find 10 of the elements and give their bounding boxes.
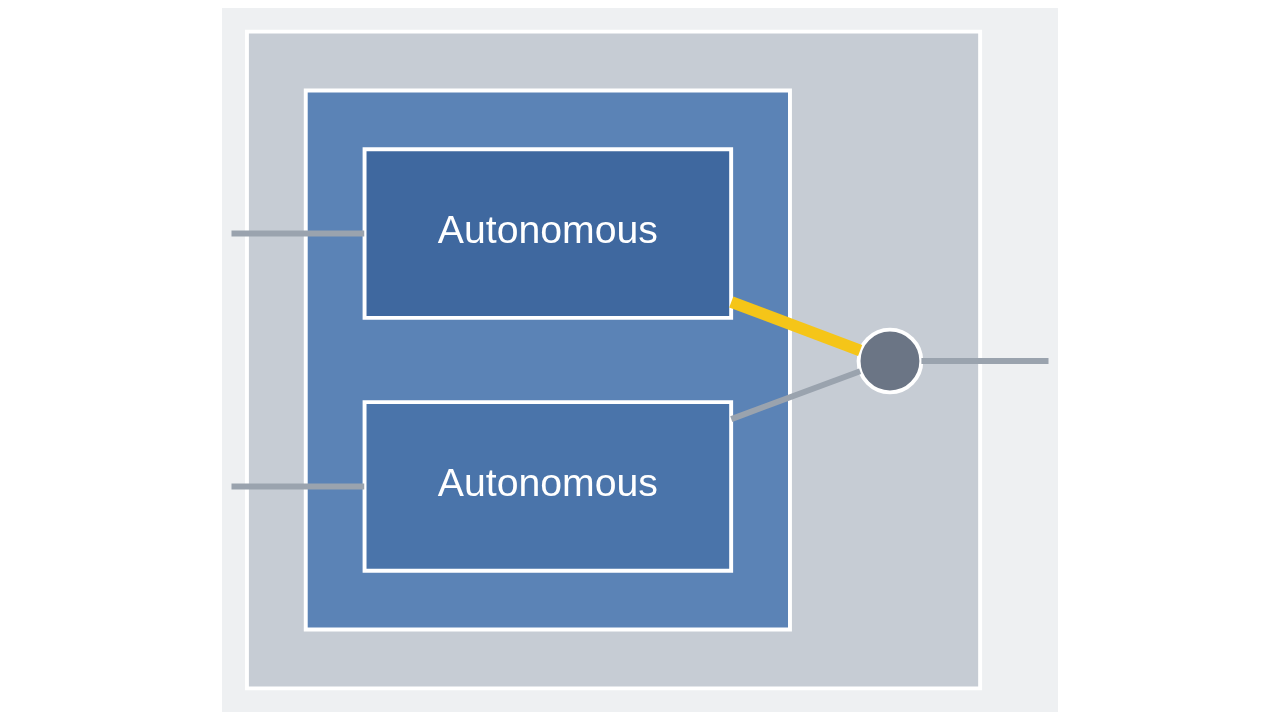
cluster xyxy=(245,29,983,691)
connector xyxy=(921,358,1049,364)
connector xyxy=(231,483,365,490)
connector xyxy=(729,296,863,356)
connector xyxy=(231,230,365,237)
node-box: Autonomous xyxy=(362,147,734,320)
connector xyxy=(730,368,862,422)
node-box: Autonomous xyxy=(362,400,734,573)
cluster xyxy=(303,88,792,632)
node-circle xyxy=(856,327,924,395)
